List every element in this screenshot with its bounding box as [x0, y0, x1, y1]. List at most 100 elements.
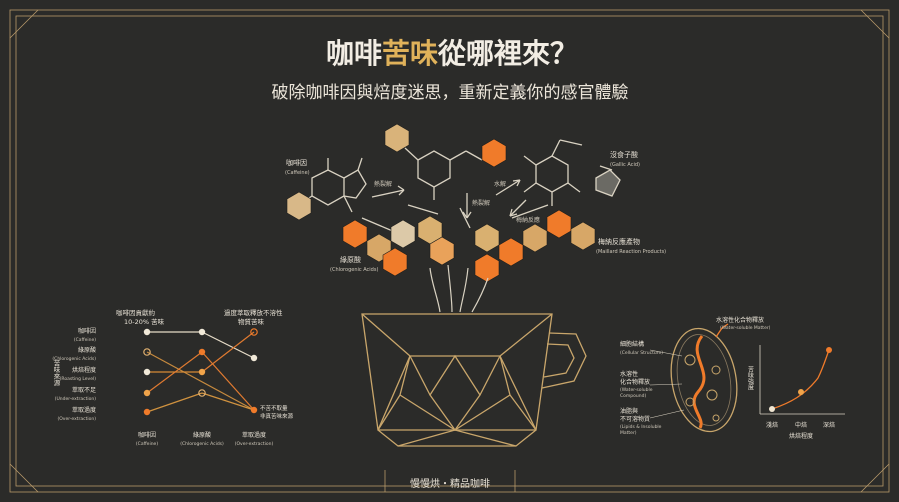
chart-dot	[143, 348, 151, 356]
side-note-1: 不苦不取量	[260, 404, 288, 412]
gallic-ring	[523, 139, 583, 206]
row-label: 萃取不足	[72, 386, 96, 394]
title-part-c: 從哪裡來？	[437, 37, 578, 70]
chart-dot	[143, 408, 151, 416]
bean-water-label-en-2: Compound)	[620, 393, 646, 399]
footer: 慢慢烘・精品咖啡	[384, 470, 516, 492]
row-label-en: (Chlorogenic Acids)	[52, 356, 96, 362]
col-label-en: (Chlorogenic Acids)	[180, 441, 224, 447]
arrow-label-pyrolysis-2: 熱裂解	[472, 199, 490, 207]
chlorogenic-label-en: (Chlorogenic Acids)	[330, 267, 378, 273]
hex-molecule	[382, 247, 408, 277]
col-labels: 咖啡因 (Caffeine) 綠原酸 (Chlorogenic Acids) 萃…	[136, 431, 274, 447]
hex-molecule	[474, 223, 500, 253]
curve-point	[769, 406, 775, 412]
aroma-streams	[429, 264, 489, 313]
bean-water-label-en: (Water-soluble	[620, 387, 653, 393]
hex-molecule	[384, 123, 410, 153]
bean-oil-label-en: (Lipids & Insoluble	[620, 424, 662, 430]
coffee-cup-illustration	[361, 313, 587, 447]
chart-dot	[250, 406, 258, 414]
note-over-2: 物質苦味	[238, 317, 265, 326]
gallic-label-en: (Gallic Acid)	[610, 162, 640, 168]
right-ylabel: 苦味強度	[747, 365, 754, 391]
hex-molecule	[342, 219, 368, 249]
side-note-2: 非真苦味來源	[260, 412, 294, 420]
right-xlabel: 烘焙程度	[789, 432, 813, 440]
hex-molecule	[522, 223, 548, 253]
chart-dot	[143, 389, 151, 397]
roast-bitterness-chart: 苦味強度 淺焙 中焙 深焙 烘焙程度	[747, 345, 845, 440]
chart-dot	[198, 348, 206, 356]
caffeine-label: 咖啡因	[286, 158, 307, 167]
chart-dot	[198, 389, 206, 397]
molecule-network	[299, 139, 621, 233]
arrow-label-maillard: 梅納反應	[516, 216, 540, 224]
page-title: 咖啡苦味從哪裡來？	[326, 37, 578, 70]
hex-molecule	[429, 236, 455, 266]
arrow-label-hydrolysis: 水解	[494, 180, 506, 188]
chart-dot	[198, 328, 206, 336]
tick-label: 中焙	[795, 421, 807, 429]
left-bitterness-chart: 咖啡因貢獻約 10-20% 苦味 過度萃取釋放不溶性 物質苦味 苦味來源 咖啡因…	[52, 308, 294, 447]
page-subtitle: 破除咖啡因與焙度迷思，重新定義你的感官體驗	[272, 83, 629, 103]
bean-top-label: 水溶性化合物釋放	[716, 316, 764, 324]
bean-cell-label: 細胞結構	[620, 340, 644, 348]
note-caffeine-2: 10-20% 苦味	[124, 317, 165, 326]
bean-top-label-en: (Water-soluble Matter)	[720, 325, 771, 331]
caffeine-label-en: (Caffeine)	[285, 170, 310, 176]
chart-dots	[143, 328, 258, 416]
reaction-arrows	[371, 165, 613, 219]
bean-outline	[670, 327, 738, 433]
coffee-bean-diagram: 水溶性化合物釋放 (Water-soluble Matter) 細胞結構 (Ce…	[620, 316, 771, 436]
maillard-label: 梅納反應產物	[598, 237, 640, 246]
chart-dot	[143, 368, 151, 376]
title-part-a: 咖啡	[326, 37, 382, 70]
arrow-label-pyrolysis: 熱裂解	[374, 180, 392, 188]
hex-molecule	[474, 253, 500, 283]
gallic-cube-icon	[595, 169, 621, 197]
connector-lines	[146, 331, 255, 413]
hex-molecule	[546, 209, 572, 239]
curve-point	[826, 347, 832, 353]
bean-cell-label-en: (Cellular Structure)	[620, 350, 663, 356]
central-molecule	[404, 147, 483, 200]
left-ylabel: 苦味來源	[52, 359, 60, 388]
maillard-label-en: (Maillard Reaction Products)	[596, 249, 666, 255]
col-label: 綠原酸	[193, 431, 211, 439]
bond-lines	[361, 204, 549, 233]
row-label-en: (Over-extraction)	[58, 416, 97, 422]
chart-dot	[198, 368, 206, 376]
row-label-en: (Caffeine)	[74, 337, 96, 343]
bean-oil-label-en-2: Matter)	[620, 430, 637, 436]
hex-molecule	[481, 138, 507, 168]
row-label: 綠原酸	[78, 346, 96, 354]
tick-label: 淺焙	[766, 421, 778, 429]
bitterness-curve	[771, 349, 830, 410]
row-label: 烘焙程度	[72, 366, 96, 374]
molecule-labels: 咖啡因 (Caffeine) 沒食子酸 (Gallic Acid) 綠原酸 (C…	[285, 150, 666, 273]
bean-oil-label-2: 不可溶物質	[620, 415, 650, 423]
footer-brand: 慢慢烘・精品咖啡	[410, 477, 490, 490]
note-over-1: 過度萃取釋放不溶性	[224, 308, 283, 317]
curve-point	[798, 389, 804, 395]
chlorogenic-label: 綠原酸	[340, 255, 361, 264]
row-labels: 咖啡因 (Caffeine) 綠原酸 (Chlorogenic Acids) 烘…	[52, 327, 96, 422]
tick-label: 深焙	[823, 421, 835, 429]
hex-molecule	[390, 219, 416, 249]
chart-dot	[250, 328, 258, 336]
chart-dot	[250, 354, 258, 362]
col-label-en: (Caffeine)	[136, 441, 158, 447]
title-part-bitter: 苦味	[382, 37, 438, 70]
bean-water-label-2: 化合物釋放	[620, 378, 650, 386]
col-label-en: (Over-extraction)	[235, 441, 274, 447]
note-caffeine-1: 咖啡因貢獻約	[116, 308, 156, 317]
hex-molecule	[286, 191, 312, 221]
row-label: 咖啡因	[78, 327, 96, 335]
hex-molecule	[570, 221, 596, 251]
bean-water-label: 水溶性	[620, 370, 638, 378]
gallic-label: 沒食子酸	[610, 150, 638, 159]
bean-oil-label: 油脂與	[620, 407, 638, 415]
